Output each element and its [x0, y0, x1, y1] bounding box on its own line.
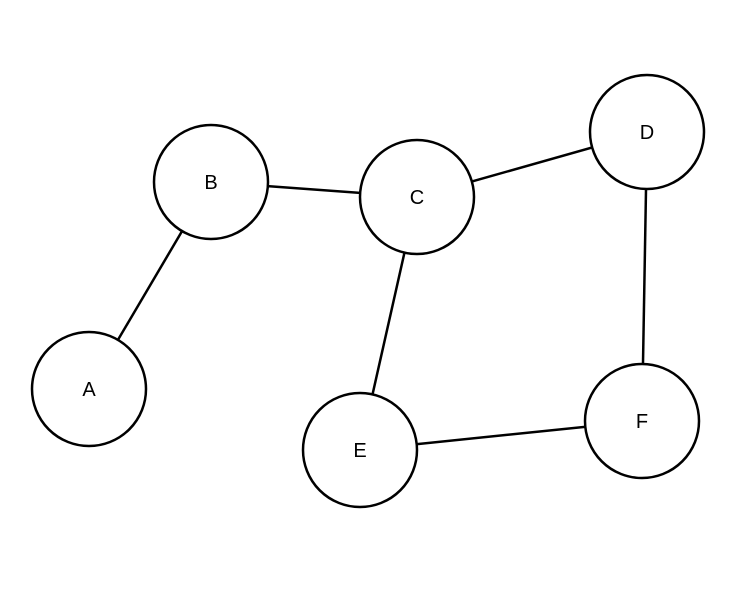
node-label-C: C — [410, 187, 424, 209]
node-label-B: B — [204, 172, 217, 194]
node-circle-A — [30, 330, 148, 448]
node-label-D: D — [640, 122, 654, 144]
node-E: E — [301, 391, 419, 509]
node-circle-E — [301, 391, 419, 509]
node-A: A — [30, 330, 148, 448]
node-label-A: A — [82, 379, 96, 401]
node-D: D — [588, 73, 706, 191]
node-circle-D — [588, 73, 706, 191]
node-F: F — [583, 362, 701, 480]
node-label-E: E — [353, 440, 366, 462]
node-C: C — [358, 138, 476, 256]
node-circle-B — [152, 123, 270, 241]
node-circle-F — [583, 362, 701, 480]
node-label-F: F — [636, 411, 648, 433]
node-circle-C — [358, 138, 476, 256]
node-B: B — [152, 123, 270, 241]
